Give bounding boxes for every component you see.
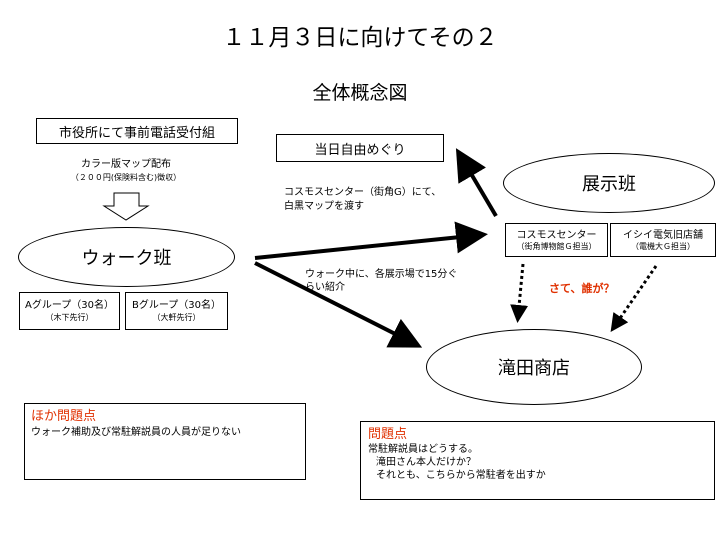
arrow-walk-to-takita bbox=[254, 261, 423, 348]
dotted-arrow-ishii-to-takita bbox=[610, 265, 658, 332]
issues-line2: 滝田さん本人だけか？ bbox=[376, 457, 476, 468]
free-tour-box: 当日自由めぐり bbox=[276, 134, 444, 162]
group-a-note: （木下先行） bbox=[45, 313, 94, 322]
walk-annotation-line2: らい紹介 bbox=[305, 282, 345, 293]
dotted-arrow-cosmos-to-takita bbox=[510, 263, 529, 323]
arrow-exhibit-to-free-tour bbox=[455, 148, 498, 218]
cosmos-annotation-line2: 白黒マップを渡す bbox=[284, 201, 364, 212]
ishii-store-box: イシイ電気旧店舗 （電機大Ｇ担当） bbox=[610, 223, 716, 257]
group-a-label: Aグループ（30名） bbox=[25, 300, 114, 311]
color-map-note: （２００円(保険料含む)徴収） bbox=[70, 173, 182, 182]
arrow-walk-to-cosmos bbox=[254, 221, 488, 260]
takita-store-label: 滝田商店 bbox=[498, 358, 570, 379]
city-office-label: 市役所にて事前電話受付組 bbox=[58, 125, 215, 141]
ishii-store-label: イシイ電気旧店舗 bbox=[623, 229, 703, 241]
ishii-store-note: （電機大Ｇ担当） bbox=[631, 241, 695, 251]
exhibit-team-label: 展示班 bbox=[582, 174, 636, 195]
color-map-label: カラー版マップ配布 bbox=[81, 158, 171, 170]
block-down-arrow bbox=[102, 192, 150, 221]
cosmos-annotation: コスモスセンター（街角G）にて、 白黒マップを渡す bbox=[284, 186, 484, 214]
walk-annotation: ウォーク中に、各展示場で15分ぐ らい紹介 bbox=[305, 268, 490, 294]
group-b-note: （大軒先行） bbox=[152, 313, 201, 322]
takita-store-ellipse: 滝田商店 bbox=[426, 329, 642, 405]
walk-team-label: ウォーク班 bbox=[81, 248, 172, 269]
cosmos-center-note: （街角博物館Ｇ担当） bbox=[516, 241, 597, 251]
question-annotation: さて、誰が？ bbox=[549, 282, 615, 295]
issues-line3: それとも、こちらから常駐者を出すか bbox=[376, 470, 546, 481]
group-a-box: Aグループ（30名） （木下先行） bbox=[19, 292, 120, 330]
cosmos-annotation-line1: コスモスセンター（街角G）にて、 bbox=[284, 187, 442, 198]
other-issues-heading: ほか問題点 bbox=[31, 409, 97, 424]
issues-heading: 問題点 bbox=[368, 427, 408, 442]
issues-line1: 常駐解説員はどうする。 bbox=[368, 444, 478, 455]
group-b-label: Bグループ（30名） bbox=[132, 300, 221, 311]
cosmos-center-label: コスモスセンター bbox=[516, 229, 597, 241]
other-issues-text: ウォーク補助及び常駐解説員の人員が足りない bbox=[31, 427, 241, 438]
walk-annotation-line1: ウォーク中に、各展示場で15分ぐ bbox=[305, 269, 458, 280]
issues-box: 問題点 常駐解説員はどうする。 滝田さん本人だけか？ それとも、こちらから常駐者… bbox=[360, 421, 715, 500]
group-b-box: Bグループ（30名） （大軒先行） bbox=[125, 292, 228, 330]
other-issues-box: ほか問題点 ウォーク補助及び常駐解説員の人員が足りない bbox=[24, 403, 306, 480]
slide-title: １１月３日に向けてその２ bbox=[222, 25, 498, 51]
walk-team-ellipse: ウォーク班 bbox=[18, 227, 235, 287]
slide-subtitle: 全体概念図 bbox=[312, 81, 408, 104]
exhibit-team-ellipse: 展示班 bbox=[503, 153, 715, 213]
city-office-box: 市役所にて事前電話受付組 bbox=[36, 118, 238, 144]
free-tour-label: 当日自由めぐり bbox=[314, 142, 406, 158]
cosmos-center-box: コスモスセンター （街角博物館Ｇ担当） bbox=[505, 223, 608, 257]
